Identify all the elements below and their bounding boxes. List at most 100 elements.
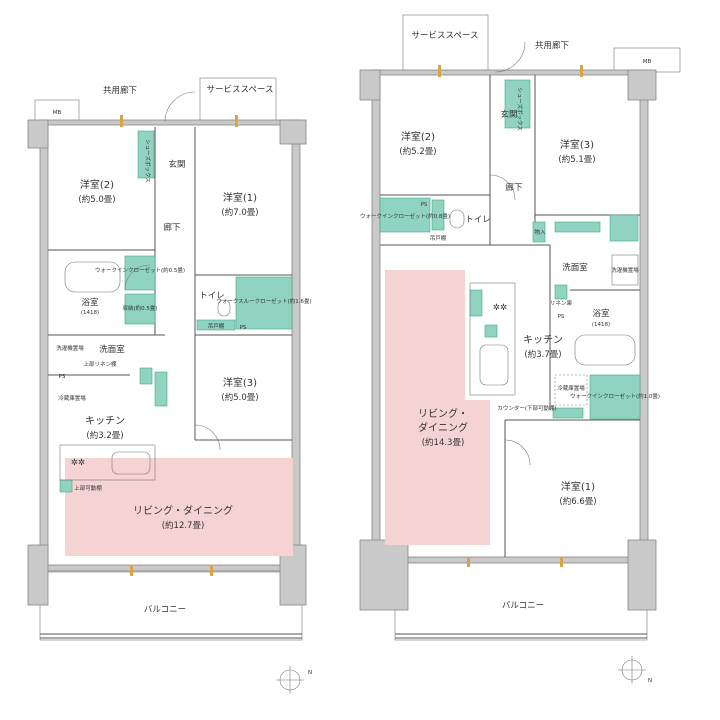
walk-in-closet — [124, 255, 156, 291]
vent-icon — [130, 566, 133, 576]
bath-size: (1418) — [81, 310, 99, 316]
sink-icon — [479, 344, 509, 386]
kitchen-name: キッチン — [523, 334, 563, 346]
stove-icon: ✲✲ — [493, 303, 507, 313]
kitchen-counter — [59, 444, 156, 481]
room3-name: 洋室(3) — [560, 138, 594, 151]
room2-area: (約5.2畳) — [399, 146, 436, 157]
storage-unit — [609, 214, 639, 242]
kitchen-counter — [469, 282, 516, 396]
door-swing-icon — [504, 439, 531, 466]
upper-shelf-label: 上部可動棚 — [74, 484, 102, 492]
north-label: N — [648, 678, 652, 684]
washer-label: 洗濯機置場 — [56, 344, 84, 352]
compass-icon: N — [276, 666, 312, 694]
toilet-label: トイレ — [465, 215, 491, 225]
cupboard — [431, 199, 445, 231]
toilet-icon — [449, 209, 465, 229]
linen-label: リネン庫 — [550, 299, 573, 307]
living-dining-area — [385, 270, 490, 545]
washer-space — [611, 254, 639, 286]
entrance-label: 玄関 — [168, 159, 185, 170]
wic-label: ウォークインクローゼット(約0.8畳) — [360, 212, 450, 220]
counter-label: カウンター(下部可動棚) — [497, 404, 556, 412]
kitchen-name: キッチン — [85, 415, 125, 427]
vent-icon — [235, 115, 238, 127]
wic2-label: ウォークインクローゼット(約1.0畳) — [570, 392, 660, 400]
shoe-box-label: シューズボックス — [144, 139, 152, 183]
shoe-box-label: シューズボックス — [516, 87, 524, 131]
linen-label: 上部リネン棚 — [83, 360, 117, 368]
room1-name: 洋室(1) — [223, 191, 257, 204]
room3-area: (約5.1畳) — [558, 154, 595, 165]
counter — [552, 407, 584, 419]
closet-label: 物入 — [534, 228, 546, 236]
room3-area: (約5.0畳) — [221, 392, 258, 403]
door-swing-icon — [494, 41, 526, 73]
storage-unit — [484, 324, 498, 338]
door-swing-icon — [194, 424, 221, 451]
common-corridor-label: 共用廊下 — [103, 85, 138, 96]
room1-area: (約7.0畳) — [221, 207, 258, 218]
room1-name: 洋室(1) — [561, 480, 595, 493]
storage-unit — [554, 221, 601, 233]
compass-icon: N — [618, 656, 652, 684]
mb-label: MB — [643, 59, 652, 65]
door-swing-icon — [489, 174, 516, 201]
stove-icon: ✲✲ — [71, 458, 85, 468]
wic-label: ウォークインクローゼット(約0.5畳) — [95, 266, 185, 274]
room2-name: 洋室(2) — [80, 178, 114, 191]
cupboard-label: 吊戸棚 — [430, 234, 447, 242]
north-label: N — [308, 670, 312, 676]
storage-unit — [139, 367, 153, 385]
ps-label: PS — [59, 374, 66, 380]
door-swing-icon — [124, 264, 151, 291]
ld-name-2: ダイニング — [418, 421, 468, 434]
closet — [532, 221, 546, 243]
washroom-label: 洗面室 — [99, 344, 125, 355]
vent-icon — [120, 115, 123, 127]
bath-name: 浴室 — [592, 308, 610, 319]
kitchen-area: (約3.2畳) — [86, 430, 123, 441]
living-dining-area — [65, 458, 293, 556]
cupboard-label: 吊戸棚 — [208, 322, 225, 330]
toilet-icon — [217, 299, 231, 317]
bathtub-icon — [64, 261, 121, 293]
fridge-label: 冷蔵庫置場 — [58, 394, 86, 402]
washroom-label: 洗面室 — [562, 262, 588, 273]
service-space-label: サービススペース — [207, 85, 274, 95]
sink-icon — [111, 451, 151, 475]
storage-unit — [59, 479, 73, 493]
balcony-label: バルコニー — [502, 601, 544, 611]
ld-name: リビング・ — [418, 407, 468, 420]
outer-walls — [359, 69, 657, 611]
ld-name: リビング・ダイニング — [133, 504, 233, 517]
ld-area: (約12.7畳) — [162, 520, 205, 531]
bath-name: 浴室 — [81, 297, 99, 308]
washer-label: 洗濯機置場 — [611, 266, 639, 274]
vent-icon — [560, 557, 563, 567]
bathtub-icon — [574, 334, 636, 366]
linen-storage — [554, 284, 568, 300]
storage-unit — [154, 371, 168, 407]
toilet-label: トイレ — [199, 291, 225, 301]
bath-size: (1418) — [592, 322, 610, 328]
door-swing-icon — [164, 91, 196, 123]
room1-area: (約6.6畳) — [559, 496, 596, 507]
kitchen-area: (約3.7畳) — [524, 349, 561, 360]
hallway-label: 廊下 — [505, 182, 523, 193]
room3-name: 洋室(3) — [223, 376, 257, 389]
walk-through-closet — [235, 276, 293, 330]
common-corridor-label: 共用廊下 — [535, 40, 570, 51]
walk-in-closet — [379, 197, 431, 233]
walk-through-label: ウォークスルークローゼット(約1.6畳) — [216, 297, 311, 305]
mb-label: MB — [53, 110, 62, 116]
shoe-box — [504, 79, 531, 129]
left-floor-plan: MB サービススペース 共用廊下 — [27, 77, 312, 641]
vent-icon — [438, 65, 441, 77]
interior-walls — [48, 127, 292, 441]
service-space-label: サービススペース — [412, 31, 479, 41]
room2-name: 洋室(2) — [401, 130, 435, 143]
hallway-label: 廊下 — [163, 222, 181, 233]
